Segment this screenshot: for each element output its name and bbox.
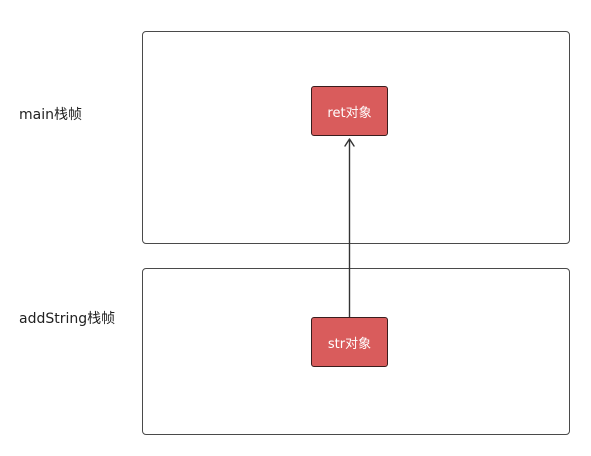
ret-object-node: ret对象 <box>311 86 388 136</box>
main-stack-frame-label: main栈帧 <box>19 107 82 123</box>
main-stack-frame <box>142 31 570 244</box>
str-object-node: str对象 <box>311 317 388 367</box>
str-object-label: str对象 <box>327 336 372 352</box>
ret-object-label: ret对象 <box>327 105 372 121</box>
addstring-stack-frame-label: addString栈帧 <box>19 311 116 327</box>
